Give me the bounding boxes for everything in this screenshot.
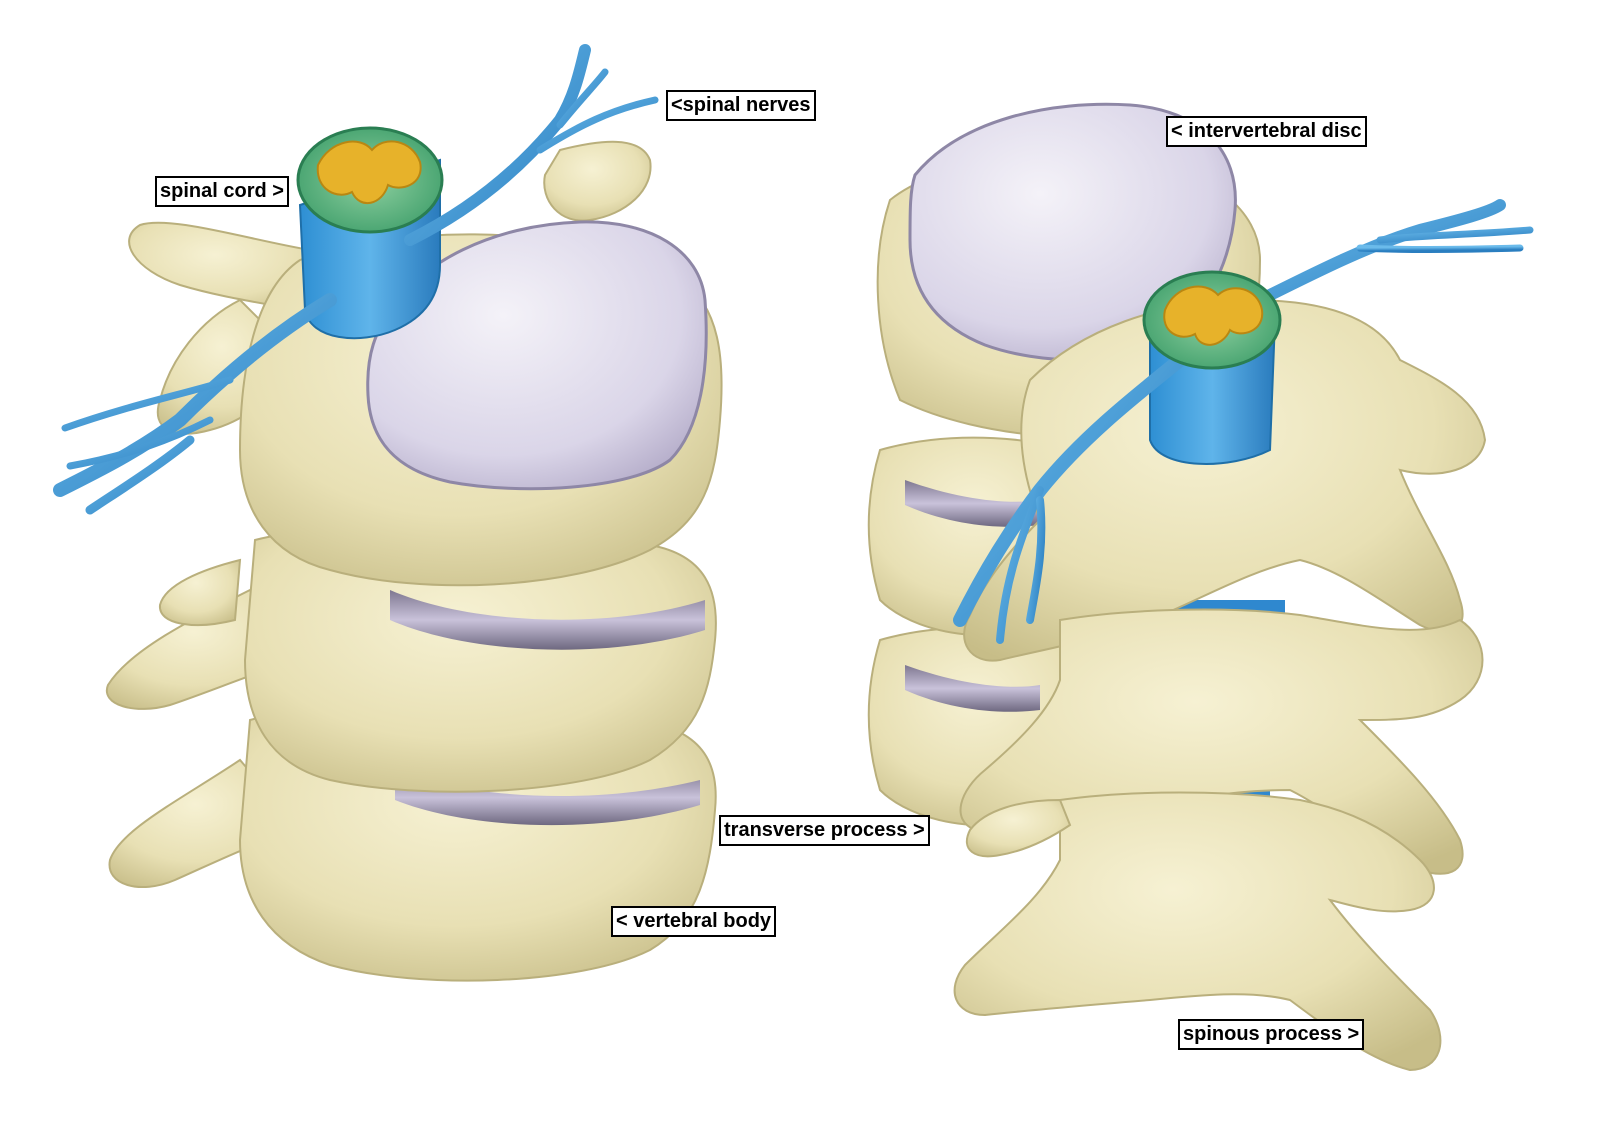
label-spinal-nerves: <spinal nerves bbox=[666, 90, 816, 121]
left-gray-matter bbox=[316, 140, 422, 204]
right-transverse-process bbox=[965, 798, 1072, 858]
left-spinal-nerves bbox=[53, 44, 659, 515]
left-disc-band-2 bbox=[395, 770, 700, 826]
label-spinous-process: spinous process > bbox=[1178, 1019, 1365, 1050]
left-disc-band-1 bbox=[390, 590, 705, 650]
right-gray-matter bbox=[1163, 285, 1264, 346]
left-spine bbox=[53, 44, 723, 982]
right-disc-band-2 bbox=[905, 665, 1040, 712]
left-intervertebral-disc bbox=[366, 220, 708, 491]
left-upper-pedicle bbox=[543, 140, 652, 222]
left-mid-posterior-process bbox=[158, 558, 242, 626]
label-intervertebral-disc: < intervertebral disc bbox=[1166, 116, 1367, 147]
right-spinal-nerves bbox=[953, 199, 1534, 644]
label-spinal-cord: spinal cord > bbox=[155, 176, 289, 207]
right-lower-posterior-arch bbox=[953, 791, 1442, 1072]
right-disc-band-1 bbox=[905, 480, 1040, 527]
label-transverse-process: transverse process > bbox=[719, 815, 930, 846]
label-vertebral-body: < vertebral body bbox=[611, 906, 777, 937]
right-spine bbox=[867, 102, 1534, 1072]
